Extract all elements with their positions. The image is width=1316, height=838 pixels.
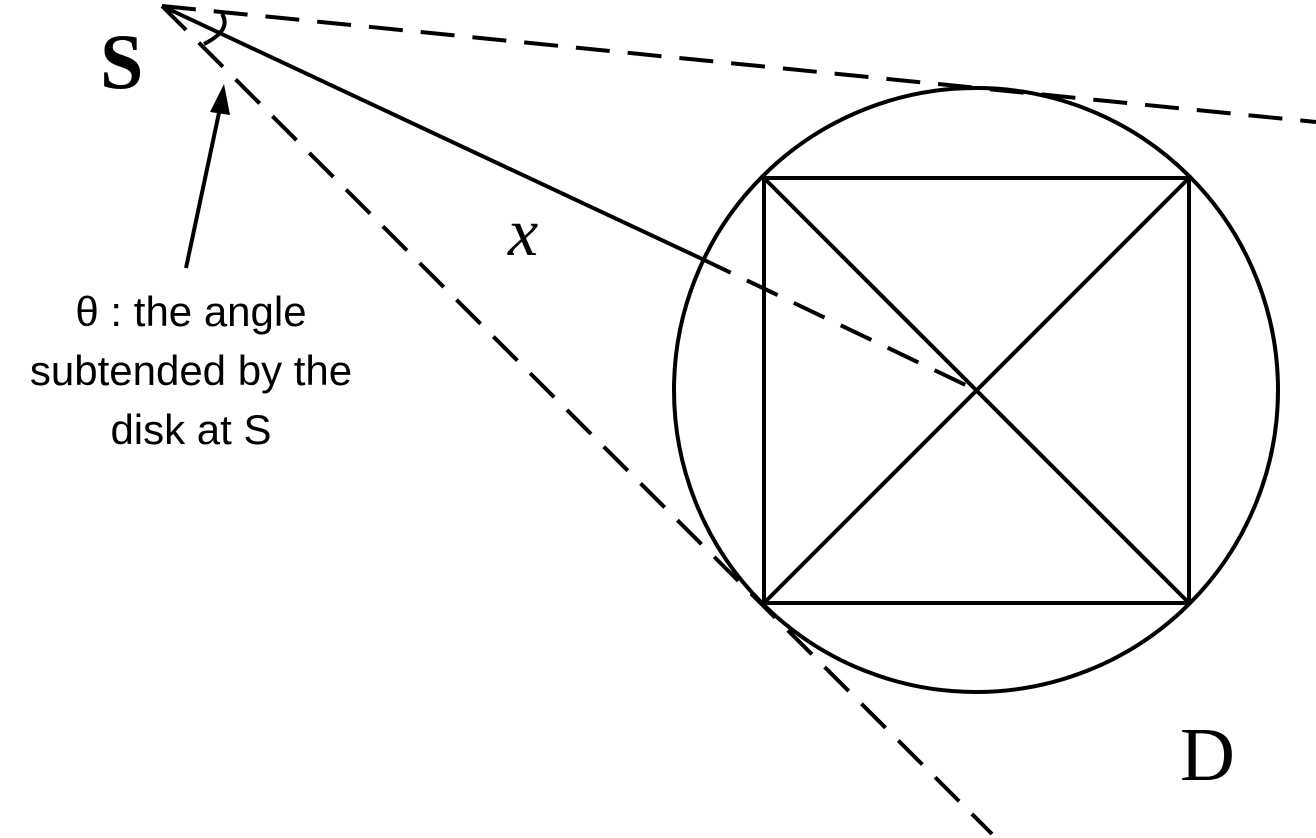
annotation-line-2: subtended by the	[30, 347, 352, 394]
annotation-arrow-shaft	[184, 107, 222, 269]
angle-arc	[203, 12, 227, 46]
distance-line-solid	[161, 4, 701, 260]
annotation-arrow-head	[210, 84, 230, 115]
annotation-line-1: θ : the angle	[75, 288, 306, 335]
disk-circle	[672, 86, 1280, 694]
distance-label: x	[507, 194, 538, 270]
disk-label: D	[1180, 713, 1235, 797]
source-label: S	[100, 18, 143, 105]
square-diagonal-2	[762, 176, 1191, 605]
inscribed-square	[762, 176, 1191, 605]
annotation-line-3: disk at S	[110, 406, 271, 453]
upper-tangent-line	[161, 4, 1316, 124]
lower-tangent-line	[160, 4, 994, 836]
distance-line-dashed	[699, 256, 977, 392]
annotation-text: θ : the angle subtended by the disk at S	[30, 288, 352, 453]
